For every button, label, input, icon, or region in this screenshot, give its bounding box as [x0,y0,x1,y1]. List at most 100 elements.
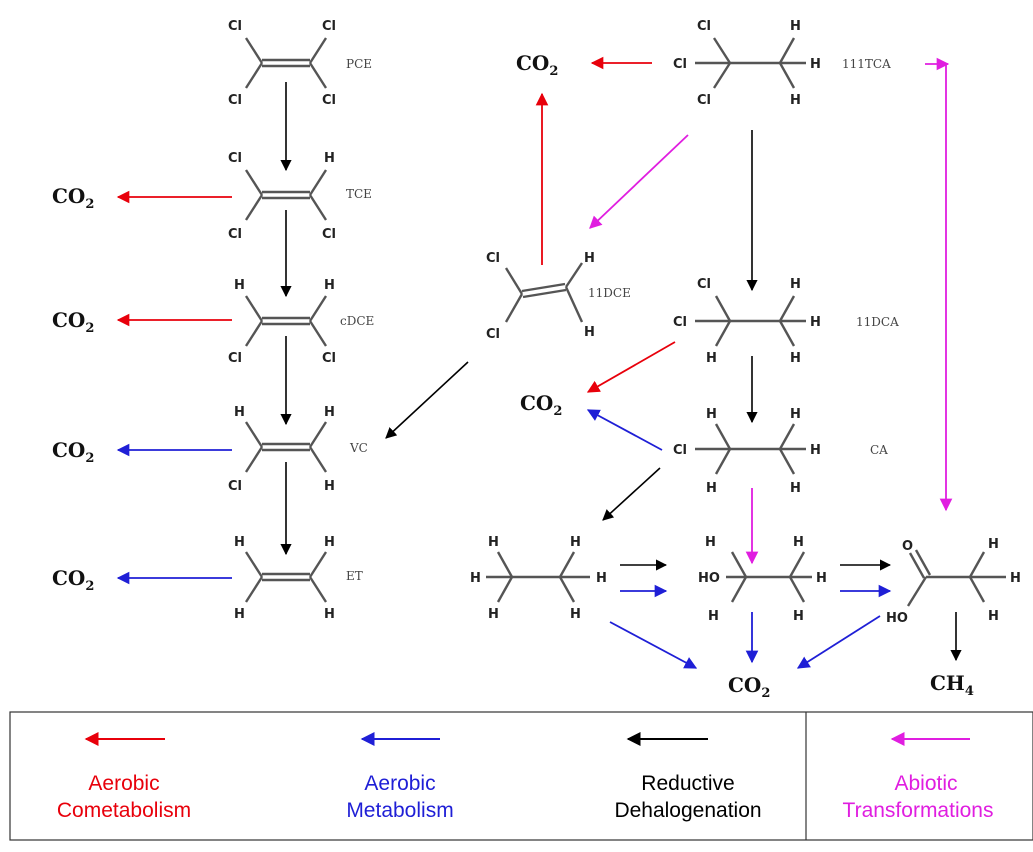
atom-label: H [470,571,481,586]
atom-label: Cl [322,19,336,34]
atom-label: Cl [228,93,242,108]
atom-label: H [810,315,821,330]
co2-label: CO2 [52,566,94,594]
atom-label: Cl [673,443,687,458]
atom-label: H [708,609,719,624]
compound-label-11dca: 11DCA [856,315,899,329]
atom-label: H [570,607,581,622]
atom-label: H [988,537,999,552]
atom-label: Cl [697,277,711,292]
legend-label-line1: Aerobic [364,772,435,795]
co2-label: CO2 [728,673,770,701]
atom-label: Cl [228,479,242,494]
ch4-label: CH4 [930,671,974,699]
legend-label-line2: Metabolism [346,799,453,822]
atom-label: H [234,278,245,293]
atom-label: HO [698,571,720,586]
co2-top: CO2 [516,51,652,79]
atom-label: H [810,443,821,458]
ethanol-molecule: H HO H H H H [698,535,827,624]
atom-label: Cl [228,151,242,166]
legend-label-line2: Dehalogenation [614,799,761,822]
atom-label: O [902,539,913,554]
atom-label: Cl [486,327,500,342]
atom-label: H [790,93,801,108]
compound-label-pce: PCE [346,57,372,71]
et-molecule: H H H H ET [234,535,363,622]
acetic-acid-molecule: O HO H H H [886,537,1021,626]
tce-molecule: Cl Cl H Cl TCE [228,151,372,242]
atom-label: Cl [486,251,500,266]
atom-label: H [793,535,804,550]
compound-label-et: ET [346,569,363,583]
cdce-molecule: H Cl H Cl cDCE [228,278,374,366]
atom-label: HO [886,611,908,626]
vc-molecule: H Cl H H VC [228,405,368,494]
atom-label: H [810,57,821,72]
atom-label: H [790,351,801,366]
atom-label: H [816,571,827,586]
atom-label: H [706,481,717,496]
atom-label: H [584,251,595,266]
atom-label: H [706,407,717,422]
atom-label: H [234,405,245,420]
atom-label: H [790,407,801,422]
atom-label: H [324,151,335,166]
legend-label-line2: Cometabolism [57,799,191,822]
atom-label: Cl [228,227,242,242]
atom-label: H [793,609,804,624]
legend-label-line1: Abiotic [894,772,957,795]
compound-label-vc: VC [349,441,368,455]
atom-label: H [790,277,801,292]
atom-label: H [324,535,335,550]
atom-label: H [324,607,335,622]
atom-label: H [988,609,999,624]
left-co2-products: CO2 CO2 CO2 CO2 [52,184,232,594]
atom-label: Cl [228,19,242,34]
co2-label: CO2 [516,51,558,79]
legend-aerobic-metabolism: Aerobic Metabolism [346,732,454,822]
legend-reductive-dehalogenation: Reductive Dehalogenation [614,732,762,822]
atom-label: H [488,607,499,622]
atom-label: H [584,325,595,340]
right-pathway-arrows [385,57,962,669]
atom-label: H [705,535,716,550]
atom-label: H [234,607,245,622]
atom-label: Cl [228,351,242,366]
atom-label: H [570,535,581,550]
pce-molecule: Cl Cl Cl Cl PCE [228,19,372,108]
ca-molecule: H Cl H H H H CA [673,407,888,496]
dca11-molecule: Cl Cl H H H H 11DCA [673,277,899,366]
atom-label: Cl [673,57,687,72]
legend-label-line1: Reductive [641,772,734,795]
legend-abiotic-transformations: Abiotic Transformations [843,732,994,822]
legend-label-line1: Aerobic [88,772,159,795]
co2-label: CO2 [52,438,94,466]
atom-label: H [706,351,717,366]
atom-label: H [1010,571,1021,586]
compound-label-cdce: cDCE [340,314,374,328]
atom-label: Cl [322,93,336,108]
atom-label: H [488,535,499,550]
co2-label: CO2 [52,184,94,212]
atom-label: Cl [673,315,687,330]
legend-aerobic-cometabolism: Aerobic Cometabolism [57,732,191,822]
atom-label: H [234,535,245,550]
co2-label: CO2 [520,391,562,419]
atom-label: H [790,19,801,34]
tca111-molecule: Cl Cl Cl H H H 111TCA [673,19,891,108]
atom-label: Cl [322,351,336,366]
ethane-molecule: H H H H H H [470,535,607,622]
atom-label: H [324,278,335,293]
legend-label-line2: Transformations [843,799,994,822]
atom-label: H [596,571,607,586]
compound-label-ca: CA [870,443,888,457]
atom-label: H [324,479,335,494]
atom-label: H [324,405,335,420]
atom-label: Cl [697,19,711,34]
atom-label: H [790,481,801,496]
atom-label: Cl [322,227,336,242]
compound-label-11dce: 11DCE [588,286,631,300]
atom-label: Cl [697,93,711,108]
